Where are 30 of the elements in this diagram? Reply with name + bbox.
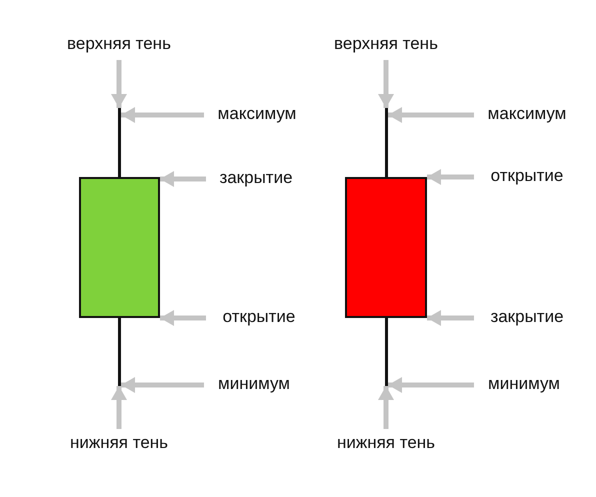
- price-label: закрытие: [478, 307, 576, 329]
- price-label: максимум: [208, 104, 306, 126]
- price-label: закрытие: [210, 168, 302, 190]
- arrow: [378, 386, 394, 429]
- arrow: [111, 60, 127, 108]
- arrow: [121, 377, 204, 393]
- wick-line: [118, 317, 121, 386]
- arrow: [427, 169, 474, 185]
- arrow: [388, 377, 474, 393]
- wick-line: [385, 317, 388, 386]
- arrow: [111, 386, 127, 429]
- arrow: [427, 310, 474, 326]
- price-label: нижняя тень: [321, 433, 451, 455]
- price-label: минимум: [478, 374, 570, 396]
- arrow: [388, 107, 474, 123]
- arrow: [121, 107, 204, 123]
- price-label: верхняя тень: [54, 34, 184, 56]
- price-label: минимум: [208, 374, 300, 396]
- price-label: верхняя тень: [321, 34, 451, 56]
- wick-line: [118, 108, 121, 178]
- arrow: [160, 310, 206, 326]
- price-label: максимум: [478, 104, 576, 126]
- candle-body: [79, 177, 160, 318]
- price-label: нижняя тень: [54, 433, 184, 455]
- arrow: [160, 171, 206, 187]
- price-label: открытие: [478, 166, 576, 188]
- wick-line: [385, 108, 388, 178]
- candle-body: [345, 177, 427, 318]
- arrow: [378, 60, 394, 108]
- price-label: открытие: [210, 307, 308, 329]
